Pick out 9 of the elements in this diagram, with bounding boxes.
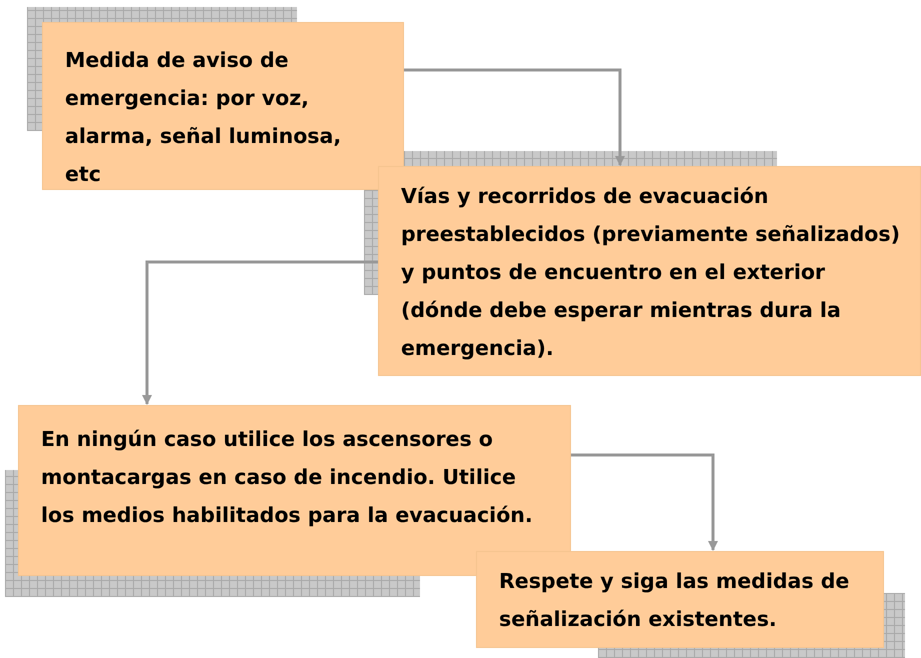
step-text: Respete y siga las medidas de señalización existentes.: [499, 568, 850, 633]
arrow: [404, 68, 625, 166]
step-text: Vías y recorridos de evacuación preestablecidos (previamente señalizados) y puntos de encuentro en el exterior (dónde debe esperar mientras dura la emergencia).: [401, 183, 901, 362]
process-box: [476, 551, 884, 648]
step-text: Medida de aviso de emergencia: por voz, alarma, señal luminosa, etc: [65, 47, 342, 188]
arrow: [142, 260, 378, 405]
process-box: [378, 166, 921, 376]
arrow: [571, 454, 718, 551]
step-text: En ningún caso utilice los ascensores o montacargas en caso de incendio. Utilice los medios habilitados para la evacuación.: [41, 426, 534, 529]
